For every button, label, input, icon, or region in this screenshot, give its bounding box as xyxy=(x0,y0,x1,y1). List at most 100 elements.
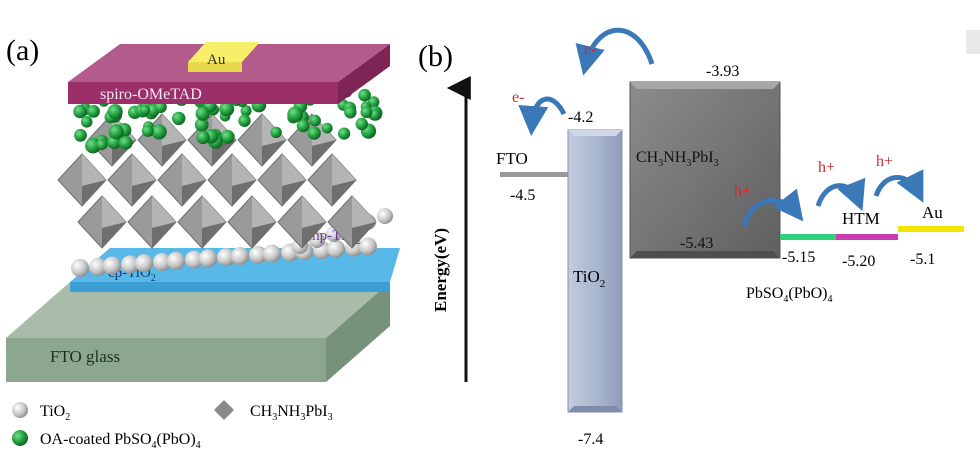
tio2-sphere xyxy=(249,245,267,264)
tio2-sphere xyxy=(217,248,235,267)
cropped-panel-edge xyxy=(966,30,980,54)
hole-transfer-arrow-3 xyxy=(873,169,924,203)
octahedron-facet xyxy=(352,196,376,228)
perovskite-name: CH3NH3PbI3 xyxy=(636,149,719,169)
tio2-sphere xyxy=(185,250,203,269)
hole-transfer-arrow-1 xyxy=(741,188,804,227)
tio2-sphere xyxy=(263,244,281,263)
au-name: Au xyxy=(922,203,943,222)
octahedron-facet xyxy=(162,140,186,166)
legend-tio2-label: TiO2 xyxy=(40,403,70,423)
green-particle xyxy=(240,105,252,117)
au-pad-top xyxy=(188,42,260,62)
green-particle xyxy=(194,117,209,132)
electron-transfer-arrow-2 xyxy=(518,96,567,136)
green-particle xyxy=(73,104,87,119)
green-particle xyxy=(196,130,210,145)
octahedron-facet xyxy=(252,222,276,248)
green-particle xyxy=(309,114,321,127)
spiro-ometad-side xyxy=(338,44,390,104)
fto-top-face xyxy=(6,282,390,338)
octahedron-facet xyxy=(302,222,326,248)
tio2-sphere xyxy=(135,254,153,273)
octahedron-facet xyxy=(152,196,176,228)
octahedron-facet xyxy=(312,140,336,166)
green-particle xyxy=(287,106,304,123)
pbso4-value: -5.15 xyxy=(782,249,815,266)
green-particle xyxy=(74,128,87,142)
octahedron-facet xyxy=(102,222,126,248)
octahedron-facet xyxy=(202,222,226,248)
green-particle xyxy=(108,124,124,140)
octahedron-facet xyxy=(132,180,156,206)
fto-value: -4.5 xyxy=(510,187,535,204)
green-particle xyxy=(344,106,357,119)
green-particle xyxy=(151,124,167,140)
tio2-sphere xyxy=(89,257,107,276)
hole-label-2: h+ xyxy=(818,159,835,176)
octahedron-facet xyxy=(232,180,256,206)
octahedron-facet xyxy=(282,154,306,186)
htm-level-bar xyxy=(836,234,898,240)
pbso4-name: PbSO4(PbO)4 xyxy=(746,285,832,305)
perovskite-block xyxy=(629,81,781,259)
green-particle xyxy=(219,101,235,117)
green-particle xyxy=(118,135,133,150)
legend-perovskite-icon xyxy=(214,400,234,420)
green-particle xyxy=(172,111,186,126)
panel-b: (b) Energy(eV) FTO -4.5 TiO2 -4.2 -7.4 C… xyxy=(418,27,964,448)
green-particle xyxy=(220,129,235,144)
octahedron-facet xyxy=(82,154,106,186)
spiro-ometad-front xyxy=(68,82,338,104)
panel-a-label: (a) xyxy=(6,34,39,67)
legend-oa-label: OA-coated PbSO4(PbO)4 xyxy=(40,431,201,451)
hole-label-3: h+ xyxy=(876,153,893,170)
tio2-sphere xyxy=(167,251,185,270)
green-particle xyxy=(238,114,251,128)
tio2-sphere xyxy=(231,247,249,265)
octahedron-facet xyxy=(102,196,126,228)
tio2-bevel-bottom xyxy=(568,406,622,412)
green-particle xyxy=(195,106,210,121)
octahedron-facet xyxy=(332,180,356,206)
octahedron-facet xyxy=(132,154,156,186)
green-particle xyxy=(358,88,371,102)
octahedron-facet xyxy=(152,222,176,248)
octahedron-facet xyxy=(282,180,306,206)
green-particle xyxy=(107,104,123,120)
tio2-sphere xyxy=(103,256,121,275)
htm-name: HTM xyxy=(842,209,880,228)
green-particle xyxy=(307,126,321,140)
perovskite-bevel-bottom xyxy=(630,251,780,258)
octahedron-facet xyxy=(332,154,356,186)
tio2-cb-value: -4.2 xyxy=(568,109,593,126)
tio2-sphere xyxy=(199,249,217,268)
perovskite-homo-value: -5.43 xyxy=(680,235,713,252)
cp-tio2-front xyxy=(70,282,390,292)
octahedron-facet xyxy=(352,222,376,248)
au-level-bar xyxy=(898,226,964,232)
legend-perovskite-label: CH3NH3PbI3 xyxy=(250,403,333,423)
octahedron-facet xyxy=(202,196,226,228)
green-particle xyxy=(355,117,368,131)
tio2-sphere xyxy=(359,237,377,256)
octahedron-facet xyxy=(182,180,206,206)
legend-tio2-icon xyxy=(12,402,28,418)
tio2-bevel-top xyxy=(568,130,622,136)
legend-oa-icon xyxy=(12,430,28,446)
fto-glass-label: FTO glass xyxy=(50,347,120,366)
legend: TiO2 CH3NH3PbI3 OA-coated PbSO4(PbO)4 xyxy=(12,400,333,451)
perovskite-bevel-top xyxy=(630,82,780,89)
fto-front-face xyxy=(6,338,326,382)
tio2-sphere xyxy=(121,255,139,274)
green-particle xyxy=(296,119,310,133)
spiro-ometad-label: spiro-OMeTAD xyxy=(100,86,202,103)
hole-transfer-arrow-2 xyxy=(815,177,866,212)
fto-name: FTO xyxy=(496,149,528,168)
green-particle xyxy=(141,124,154,137)
perovskite-lumo-value: -3.93 xyxy=(706,63,739,80)
au-pad-front xyxy=(188,62,242,72)
fto-level-bar xyxy=(500,172,570,177)
tio2-vb-value: -7.4 xyxy=(578,431,603,448)
